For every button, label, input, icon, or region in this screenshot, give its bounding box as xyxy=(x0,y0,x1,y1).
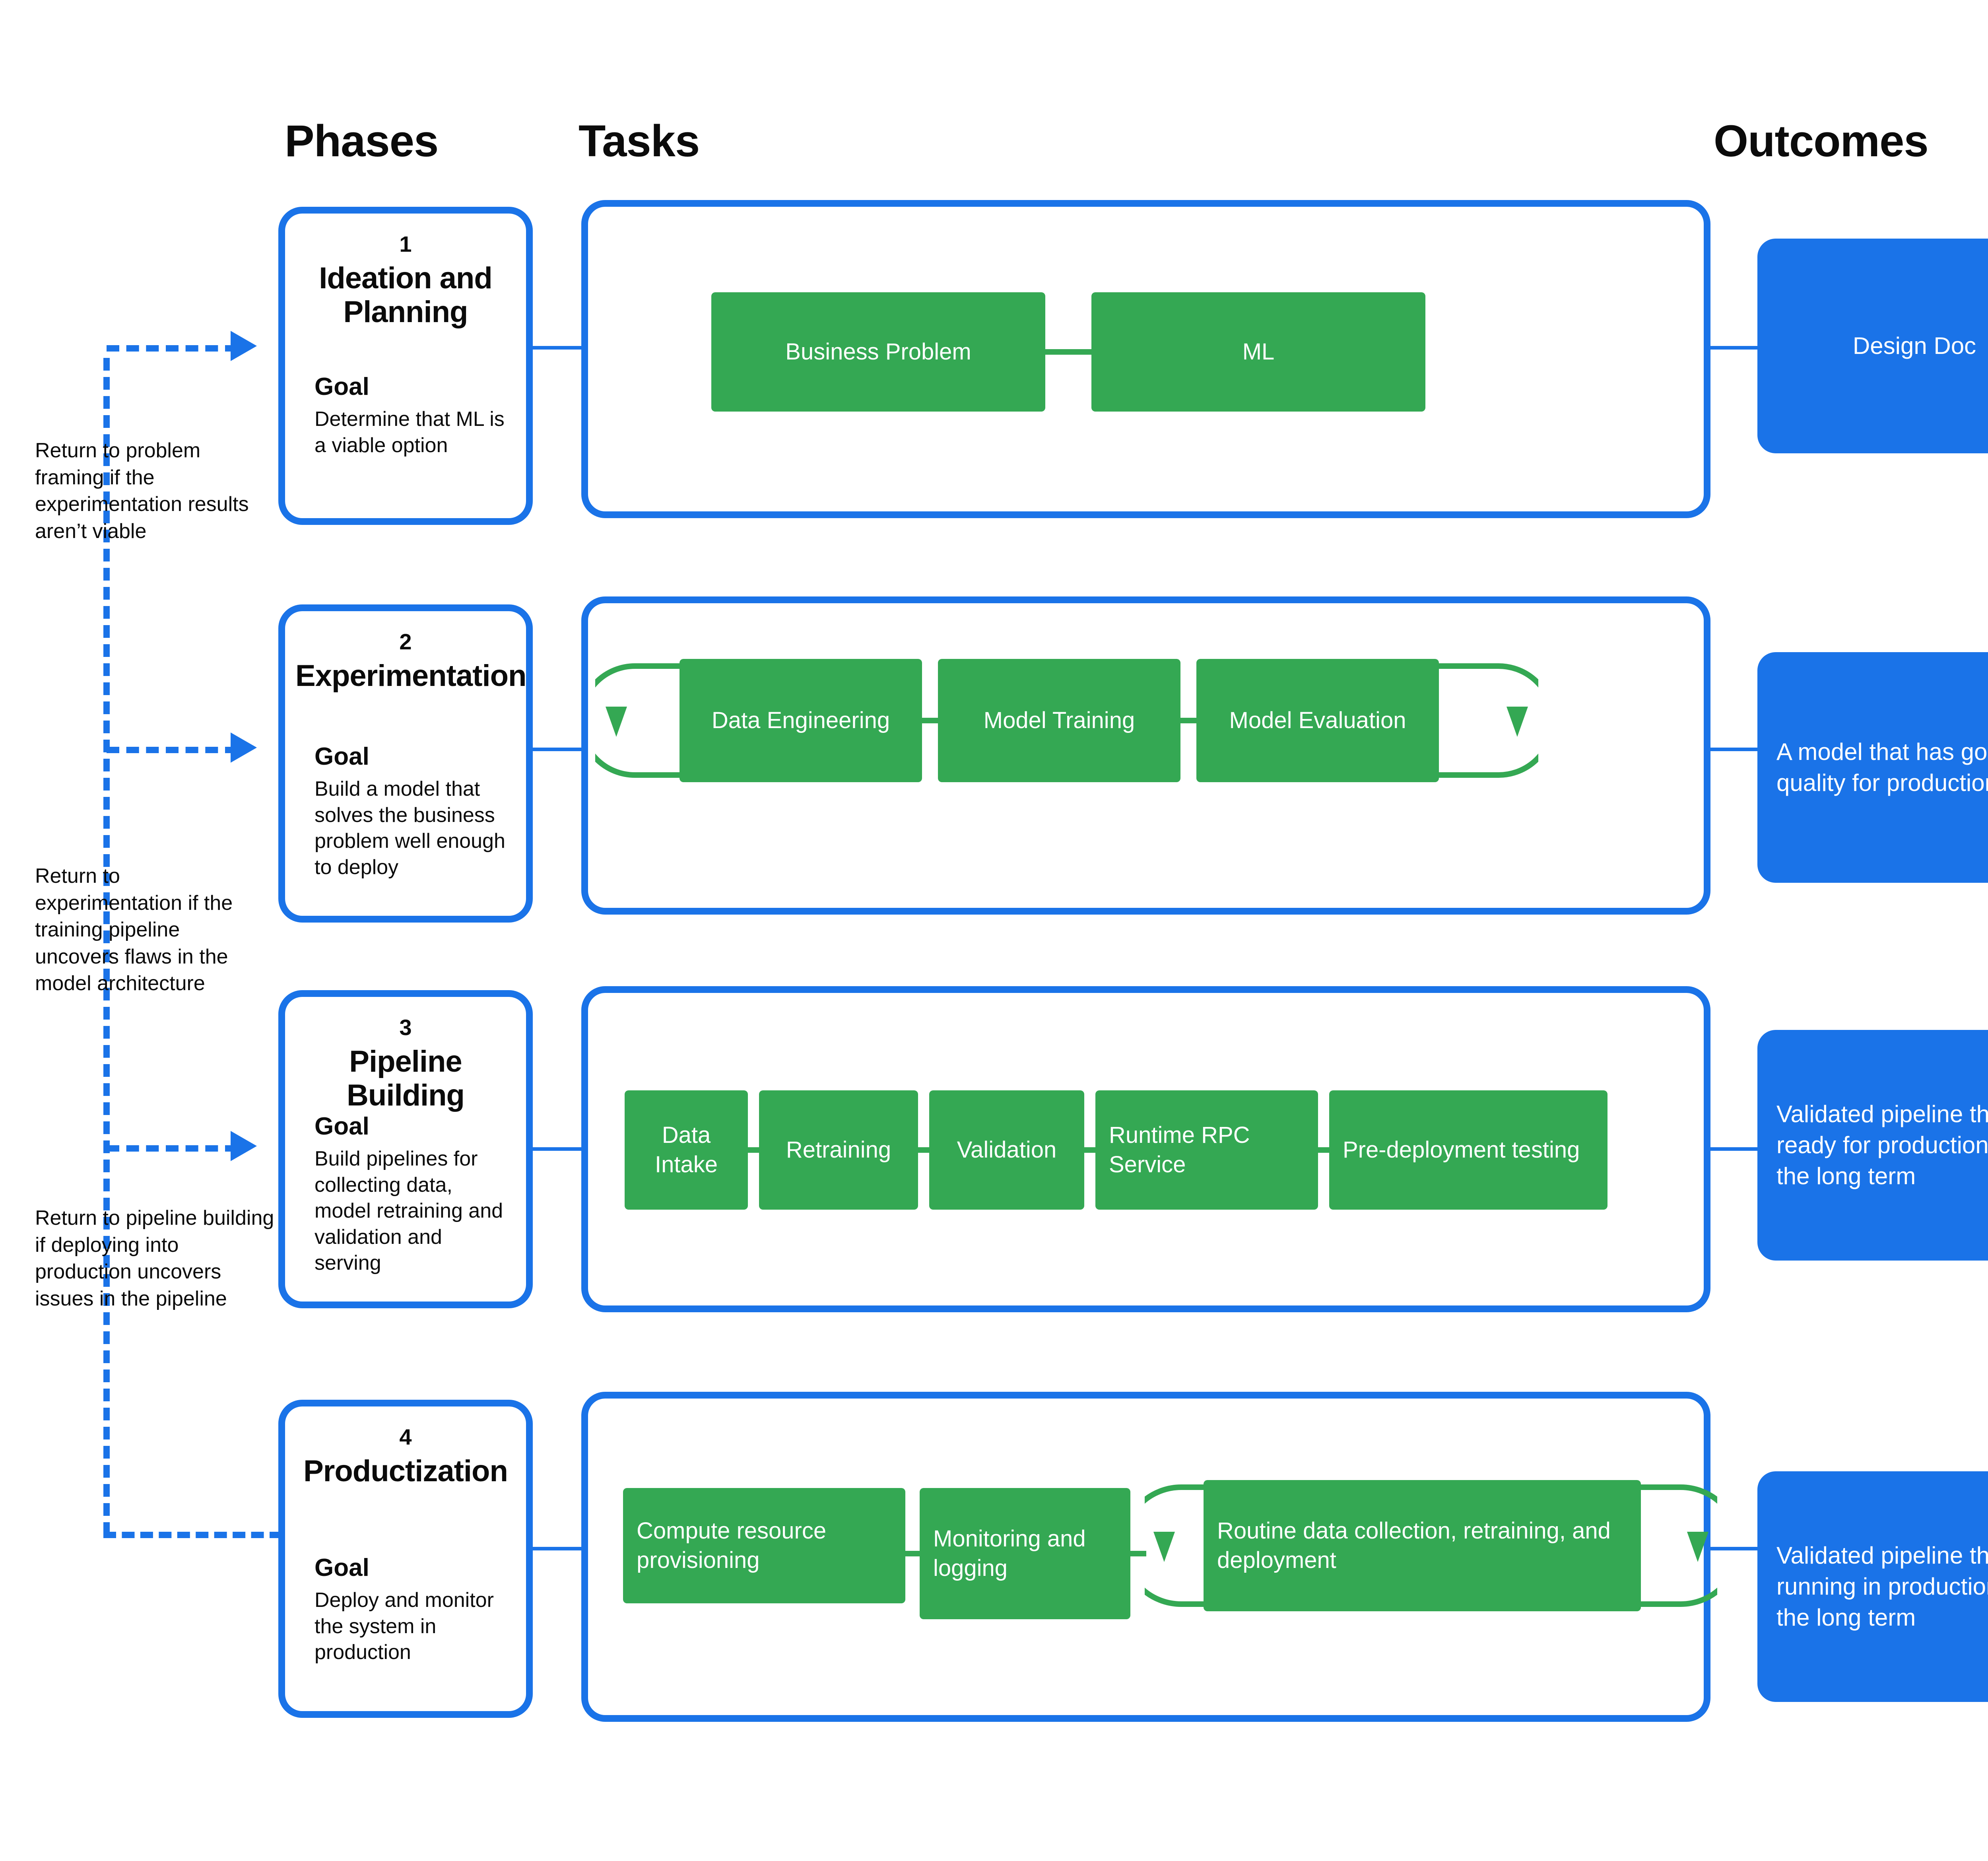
task-box[interactable]: Monitoring and logging xyxy=(920,1488,1130,1619)
feedback-note-left-3: Return to pipeline building if deploying… xyxy=(35,1206,274,1310)
phase-goal-text: Determine that ML is a viable option xyxy=(315,408,505,457)
task-connector xyxy=(918,1147,929,1153)
loop-arrow-right-icon xyxy=(1639,1484,1717,1607)
connector-phase3-tasks3 xyxy=(533,1147,582,1151)
task-box[interactable]: Routine data collection, retraining, and… xyxy=(1204,1480,1641,1611)
feedback-note-left-2: Return to experimentation if the trainin… xyxy=(35,864,233,995)
task-box[interactable]: Compute resource provisioning xyxy=(623,1488,905,1603)
loop-arrow-left-icon xyxy=(595,663,695,778)
phase-number: 1 xyxy=(399,231,412,256)
task-connector xyxy=(1045,349,1091,355)
column-heading-outcomes: Outcomes xyxy=(1714,116,1929,166)
phase-goal: Goal Determine that ML is a viable optio… xyxy=(315,373,510,458)
phase-goal-text: Deploy and monitor the system in product… xyxy=(315,1589,494,1664)
phase-goal-label: Goal xyxy=(315,1113,369,1140)
phase-card-2[interactable]: 2 Experimentation Goal Build a model tha… xyxy=(278,604,533,923)
feedback-arrowhead-phase3 xyxy=(231,1131,257,1161)
phase-title: Experimentation xyxy=(295,659,526,693)
feedback-arrowhead-phase1 xyxy=(231,331,257,361)
tasks-card-1[interactable]: Business Problem ML xyxy=(581,200,1710,518)
phase-card-4[interactable]: 4 Productization Goal Deploy and monitor… xyxy=(278,1400,533,1718)
feedback-arrowhead-phase2 xyxy=(231,732,257,763)
column-heading-phases: Phases xyxy=(285,116,439,166)
connector-phase4-tasks4 xyxy=(533,1547,582,1550)
feedback-branch-from-phase4 xyxy=(103,1532,282,1538)
loop-arrow-right-icon xyxy=(1439,663,1538,778)
task-box[interactable]: Business Problem xyxy=(711,292,1045,412)
task-box[interactable]: Data Intake xyxy=(625,1090,748,1210)
phase-title: Productization xyxy=(303,1454,508,1488)
tasks-card-3[interactable]: Data Intake Retraining Validation Runtim… xyxy=(581,986,1710,1312)
phase-card-1[interactable]: 1 Ideation and Planning Goal Determine t… xyxy=(278,207,533,525)
feedback-branch-to-phase3 xyxy=(107,1145,238,1152)
feedback-note-left-1: Return to problem framing if the experim… xyxy=(35,439,249,543)
phase-number: 3 xyxy=(399,1015,412,1040)
connector-tasks3-outcome3 xyxy=(1710,1147,1758,1151)
phase-title: Ideation and Planning xyxy=(319,261,493,329)
task-connector xyxy=(1130,1551,1146,1556)
task-connector xyxy=(1318,1147,1329,1153)
connector-phase1-tasks1 xyxy=(533,346,582,350)
task-box[interactable]: Model Evaluation xyxy=(1196,659,1439,782)
connector-tasks2-outcome2 xyxy=(1710,748,1758,751)
outcome-box-3[interactable]: Validated pipeline that’s ready for prod… xyxy=(1757,1030,1988,1261)
task-box[interactable]: ML xyxy=(1091,292,1425,412)
tasks-card-2[interactable]: Data Engineering Model Training Model Ev… xyxy=(581,596,1710,915)
connector-tasks4-outcome4 xyxy=(1710,1547,1758,1550)
feedback-branch-to-phase2 xyxy=(107,747,238,753)
column-heading-tasks: Tasks xyxy=(579,116,700,166)
task-connector xyxy=(922,718,938,723)
outcome-box-2[interactable]: A model that has good quality for produc… xyxy=(1757,652,1988,883)
task-connector xyxy=(748,1147,759,1153)
task-box[interactable]: Retraining xyxy=(759,1090,918,1210)
task-box[interactable]: Model Training xyxy=(938,659,1180,782)
phase-goal-label: Goal xyxy=(315,1554,369,1581)
outcome-box-1[interactable]: Design Doc xyxy=(1757,239,1988,453)
phase-goal: Goal Build pipelines for collecting data… xyxy=(315,1112,510,1276)
phase-goal: Goal Deploy and monitor the system in pr… xyxy=(315,1554,510,1666)
phase-goal-label: Goal xyxy=(315,373,369,400)
phase-card-3[interactable]: 3 Pipeline Building Goal Build pipelines… xyxy=(278,990,533,1308)
phase-goal-text: Build a model that solves the business p… xyxy=(315,777,505,879)
task-box[interactable]: Validation xyxy=(929,1090,1084,1210)
phase-number: 2 xyxy=(399,629,412,654)
outcome-box-4[interactable]: Validated pipeline that’s running in pro… xyxy=(1757,1471,1988,1702)
tasks-card-4[interactable]: Compute resource provisioning Monitoring… xyxy=(581,1392,1717,1722)
task-box[interactable]: Pre-deployment testing xyxy=(1329,1090,1607,1210)
task-box[interactable]: Runtime RPC Service xyxy=(1095,1090,1318,1210)
task-box[interactable]: Data Engineering xyxy=(679,659,922,782)
connector-phase2-tasks2 xyxy=(533,748,582,751)
task-connector xyxy=(905,1551,920,1556)
task-connector xyxy=(1180,718,1196,723)
phase-goal: Goal Build a model that solves the busin… xyxy=(315,742,510,880)
phase-goal-text: Build pipelines for collecting data, mod… xyxy=(315,1147,503,1275)
phase-goal-label: Goal xyxy=(315,743,369,770)
feedback-spine-left xyxy=(103,358,110,1535)
task-connector xyxy=(1084,1147,1095,1153)
connector-tasks1-outcome1 xyxy=(1710,346,1758,350)
loop-arrow-left-icon xyxy=(1145,1484,1223,1607)
phase-number: 4 xyxy=(399,1424,412,1449)
feedback-branch-to-phase1 xyxy=(107,345,238,352)
phase-title: Pipeline Building xyxy=(347,1045,465,1113)
